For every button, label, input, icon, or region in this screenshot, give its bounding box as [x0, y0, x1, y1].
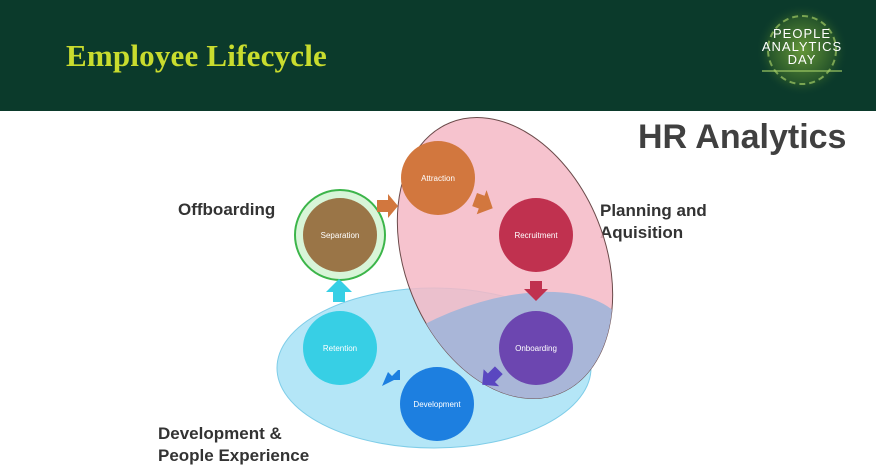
- logo-line2: ANALYTICS: [762, 39, 842, 54]
- development-group-label: Development & People Experience: [158, 424, 310, 465]
- stage-onboarding-label: Onboarding: [515, 344, 557, 353]
- hr-analytics-heading: HR Analytics: [638, 118, 847, 156]
- stage-onboarding: Onboarding: [499, 311, 573, 385]
- arrow-to-retention-icon: [382, 370, 400, 386]
- arrow-to-onboarding-icon: [524, 281, 548, 301]
- people-analytics-day-logo: PEOPLE ANALYTICS DAY: [756, 4, 848, 96]
- stage-recruitment-label: Recruitment: [514, 231, 558, 240]
- offboarding-label: Offboarding: [178, 200, 276, 219]
- stage-recruitment: Recruitment: [499, 198, 573, 272]
- arrow-to-recruitment-icon: [472, 190, 493, 215]
- page-title: Employee Lifecycle: [66, 38, 327, 73]
- stage-separation: Separation: [303, 198, 377, 272]
- stage-attraction: Attraction: [401, 141, 475, 215]
- stage-separation-label: Separation: [321, 231, 360, 240]
- header-banner: Employee Lifecycle PEOPLE ANALYTICS DAY: [0, 0, 876, 111]
- stage-development: Development: [400, 367, 474, 441]
- stage-retention-label: Retention: [323, 344, 357, 353]
- stage-attraction-label: Attraction: [421, 174, 455, 183]
- stage-retention: Retention: [303, 311, 377, 385]
- arrow-to-separation-icon: [326, 279, 352, 302]
- planning-label: Planning and Aquisition: [600, 201, 707, 242]
- stage-development-label: Development: [413, 400, 461, 409]
- arrow-to-development-icon: [482, 366, 503, 387]
- arrow-to-attraction-icon: [377, 194, 398, 218]
- globe-logo-icon: [756, 4, 848, 96]
- logo-line3: DAY: [788, 52, 817, 67]
- logo-line1: PEOPLE: [773, 26, 831, 41]
- lifecycle-diagram: Attraction Recruitment Onboarding Develo…: [276, 117, 614, 449]
